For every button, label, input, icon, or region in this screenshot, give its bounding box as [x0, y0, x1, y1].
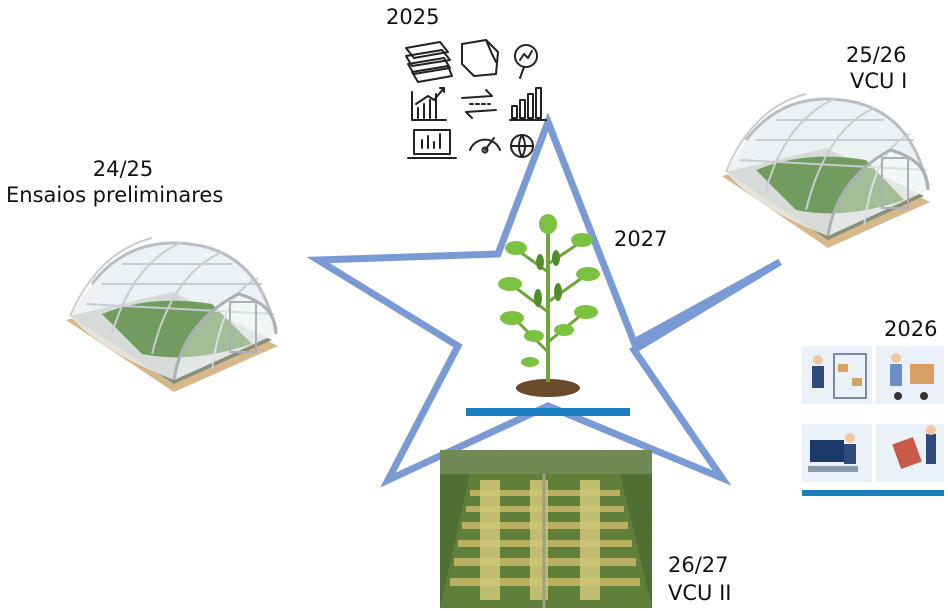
- year-2027-label: 2027: [614, 227, 668, 251]
- sketch-icons-group: [405, 39, 547, 159]
- globe-icon: [510, 134, 534, 158]
- star-shape: [306, 112, 782, 488]
- gauge-icon: [469, 137, 501, 154]
- stage-2627-title: 26/27: [668, 553, 729, 577]
- arrows-icon: [461, 89, 497, 119]
- laptop-chart-icon: [407, 129, 457, 159]
- hand-icon: [461, 39, 499, 77]
- soybean-plant-icon: [498, 214, 600, 397]
- growth-chart-icon: [411, 87, 447, 121]
- stage-2627-subtitle: VCU II: [668, 581, 732, 605]
- search-chart-icon: [514, 44, 538, 79]
- warehouse-logistics-icon: [802, 346, 944, 496]
- year-2026-label: 2026: [884, 317, 938, 341]
- greenhouse-right-icon: [722, 93, 930, 248]
- greenhouse-left-icon: [66, 237, 278, 392]
- aerial-field-photo: [440, 450, 652, 608]
- stage-2526-subtitle: VCU I: [850, 69, 908, 93]
- stage-2526-title: 25/26: [846, 43, 907, 67]
- stage-2425-subtitle: Ensaios preliminares: [6, 183, 224, 207]
- stage-2425-title: 24/25: [92, 157, 154, 181]
- year-2025-label: 2025: [386, 5, 440, 29]
- bar-chart-icon: [509, 87, 547, 121]
- documents-icon: [405, 41, 453, 83]
- info-banner-strip: [466, 408, 630, 416]
